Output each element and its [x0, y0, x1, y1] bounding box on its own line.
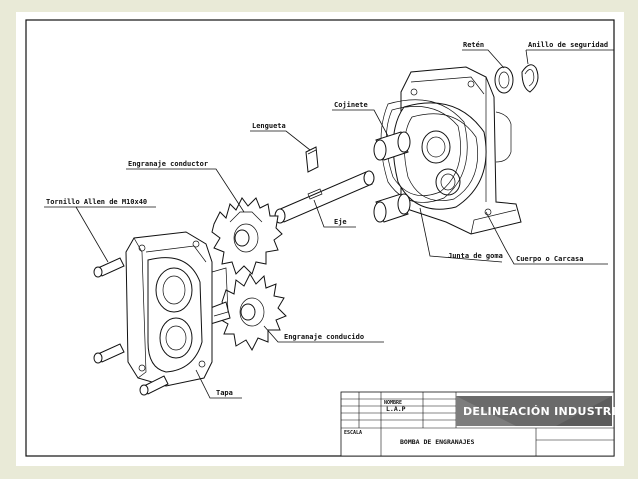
label-junta: Junta de goma [419, 207, 503, 263]
bolt-1 [93, 257, 125, 278]
label-engranaje-conductor: Engranaje conductor [126, 160, 245, 213]
nombre-value: L.A.P [386, 405, 406, 413]
label-cuerpo-text: Cuerpo o Carcasa [516, 255, 583, 263]
exploded-view-drawing: Retén Anillo de seguridad Cojinete Lengu… [25, 19, 624, 457]
drawing-sheet: Retén Anillo de seguridad Cojinete Lengu… [16, 12, 624, 466]
label-tornillo-text: Tornillo Allen de M10x40 [46, 198, 147, 206]
key [305, 146, 319, 173]
label-junta-text: Junta de goma [448, 252, 503, 260]
drawing-title: BOMBA DE ENGRANAJES [400, 438, 474, 446]
label-lengueta: Lengueta [250, 122, 311, 151]
escala-label: ESCALA [344, 430, 362, 436]
label-engranaje-conducido-text: Engranaje conducido [284, 333, 364, 341]
bolt-3 [139, 375, 169, 396]
label-tornillo: Tornillo Allen de M10x40 [44, 198, 156, 263]
label-engranaje-conducido: Engranaje conducido [263, 325, 384, 343]
label-reten-text: Retén [463, 41, 484, 49]
driver-gear [211, 197, 283, 275]
label-cojinete: Cojinete [332, 101, 389, 137]
bearing-lower [373, 193, 411, 223]
label-anillo: Anillo de seguridad [525, 41, 614, 65]
label-tapa-text: Tapa [216, 389, 233, 397]
delineacion-logo: DELINEACIÓN INDUSTRIAL [456, 396, 624, 426]
title-block: NOMBRE L.A.P ESCALA BOMBA DE ENGRANAJES … [340, 391, 624, 457]
label-engranaje-conductor-text: Engranaje conductor [128, 160, 208, 168]
logo-text: DELINEACIÓN INDUSTRIAL [463, 405, 624, 418]
label-eje: Eje [313, 199, 356, 228]
driven-gear [196, 272, 287, 352]
drawing-frame [25, 19, 615, 457]
label-lengueta-text: Lengueta [252, 122, 286, 130]
shaft [274, 170, 375, 224]
seal [494, 66, 514, 94]
label-cojinete-text: Cojinete [334, 101, 368, 109]
cover [125, 231, 229, 387]
label-tapa: Tapa [195, 369, 242, 399]
nombre-label: NOMBRE [384, 400, 402, 406]
label-eje-text: Eje [334, 218, 347, 226]
label-reten: Retén [462, 41, 505, 69]
bearing-upper [373, 131, 411, 161]
label-cuerpo: Cuerpo o Carcasa [485, 211, 608, 265]
bolt-2 [93, 343, 125, 364]
label-anillo-text: Anillo de seguridad [528, 41, 608, 49]
retaining-ring [521, 64, 539, 93]
